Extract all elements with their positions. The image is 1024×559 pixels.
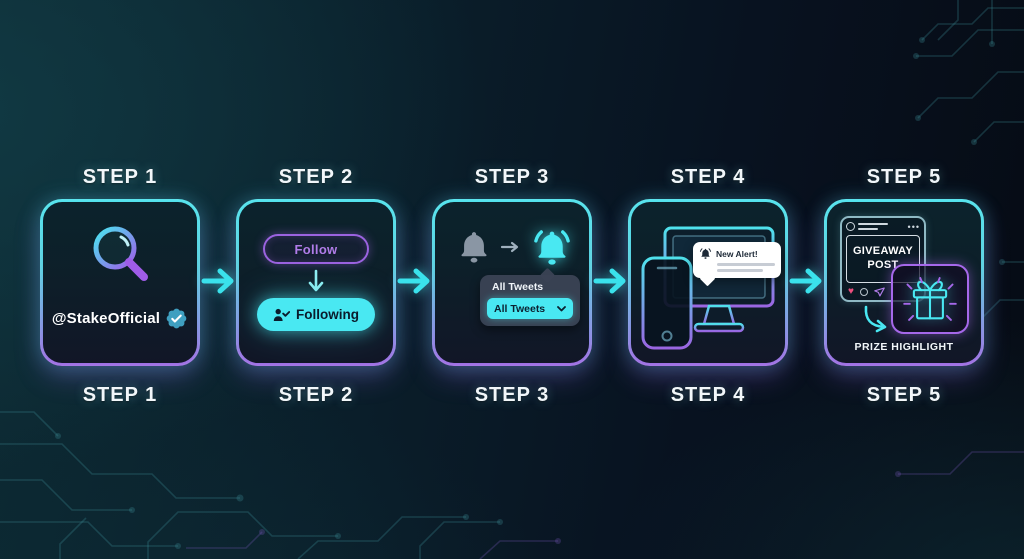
- step-3-card: All Tweets All Tweets: [432, 199, 592, 366]
- bell-muted-icon: [461, 232, 487, 263]
- tweets-dropdown[interactable]: All Tweets: [487, 298, 573, 319]
- giveaway-post-text: GIVEAWAY POST: [846, 235, 920, 283]
- step-4-label-bottom: STEP 4: [670, 384, 746, 406]
- following-button[interactable]: Following: [257, 298, 375, 331]
- arrow-3-4: [592, 266, 628, 296]
- bell-ringing-icon: [534, 230, 570, 265]
- arrow-1-2: [200, 266, 236, 296]
- follow-button[interactable]: Follow: [263, 234, 369, 264]
- step-5-column: STEP 5 •••: [824, 166, 984, 407]
- step-2-label-top: STEP 2: [278, 166, 354, 188]
- right-arrow-icon: [789, 268, 822, 294]
- step-2-label-bottom: STEP 2: [278, 384, 354, 406]
- curved-arrow-icon: [864, 305, 887, 333]
- giveaway-post-card[interactable]: ••• GIVEAWAY POST ♥: [840, 216, 926, 302]
- like-icon[interactable]: ♥: [848, 286, 854, 297]
- alert-bell-icon: [699, 248, 712, 259]
- step-2-column: STEP 2 Follow Fol: [236, 166, 396, 407]
- placeholder-line: [858, 223, 888, 225]
- steps-row: STEP 1: [0, 166, 1024, 407]
- verified-badge-icon: [166, 308, 187, 329]
- prize-highlight-caption: PRIZE HIGHLIGHT: [854, 341, 954, 353]
- step-4-label-top: STEP 4: [670, 166, 746, 188]
- account-handle[interactable]: @StakeOfficial: [51, 310, 161, 327]
- placeholder-line: [717, 263, 775, 266]
- chevron-down-icon: [557, 305, 566, 311]
- prize-highlight-box: [891, 264, 969, 334]
- step-1-column: STEP 1: [40, 166, 200, 407]
- right-arrow-icon: [201, 268, 234, 294]
- dropdown-label: All Tweets: [492, 281, 544, 293]
- more-options-icon[interactable]: •••: [907, 221, 920, 232]
- step-4-column: STEP 4: [628, 166, 788, 407]
- placeholder-line: [717, 269, 763, 272]
- share-icon[interactable]: [874, 287, 885, 297]
- step-4-card: New Alert!: [628, 199, 788, 366]
- dropdown-value: All Tweets: [494, 302, 546, 315]
- step-3-label-top: STEP 3: [474, 166, 550, 188]
- step-3-label-bottom: STEP 3: [474, 384, 550, 406]
- step-2-card: Follow Following: [236, 199, 396, 366]
- step-1-card: @StakeOfficial: [40, 199, 200, 366]
- avatar: [846, 222, 855, 231]
- user-check-icon: [273, 308, 290, 321]
- step-5-label-bottom: STEP 5: [866, 384, 942, 406]
- step-5-card: ••• GIVEAWAY POST ♥: [824, 199, 984, 366]
- notification-title: New Alert!: [716, 248, 758, 259]
- new-alert-popup[interactable]: New Alert!: [693, 242, 781, 278]
- step-1-label-top: STEP 1: [82, 166, 158, 188]
- placeholder-line: [858, 228, 878, 230]
- notification-settings-panel: All Tweets All Tweets: [480, 275, 580, 326]
- arrow-2-3: [396, 266, 432, 296]
- right-arrow-icon: [397, 268, 430, 294]
- right-arrow-icon: [593, 268, 626, 294]
- small-right-arrow-icon: [500, 241, 519, 253]
- search-icon: [83, 218, 157, 297]
- comment-icon[interactable]: [859, 288, 868, 296]
- step-5-label-top: STEP 5: [866, 166, 942, 188]
- step-1-label-bottom: STEP 1: [82, 384, 158, 406]
- step-3-column: STEP 3: [432, 166, 592, 407]
- phone-icon: [641, 256, 693, 350]
- following-button-label: Following: [296, 307, 359, 322]
- gift-icon: [903, 277, 957, 321]
- down-arrow-icon: [308, 269, 324, 292]
- arrow-4-5: [788, 266, 824, 296]
